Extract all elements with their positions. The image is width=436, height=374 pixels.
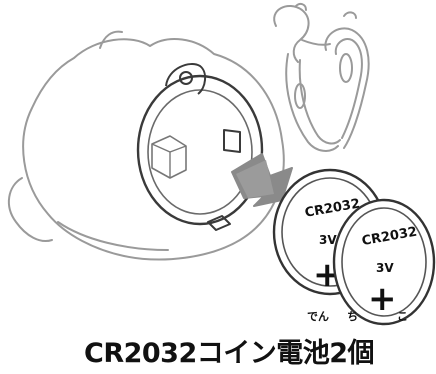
caption: でん ち こ CR2032コイン電池2個 [0,308,436,374]
coin-back-voltage: 3V [319,233,337,247]
ruby-den: でん [307,310,329,323]
ruby-chi: ち [347,310,358,323]
coin-front-plus: + [368,279,397,319]
clip-accessory [273,2,370,152]
coin-battery-front: CR2032 3V + [332,198,436,326]
coin-front-voltage: 3V [376,261,394,275]
battery-compartment [136,63,264,231]
remote-body-outline [7,30,285,261]
ruby-ko: こ [397,310,408,323]
caption-title: CR2032コイン電池2個 [84,338,375,369]
